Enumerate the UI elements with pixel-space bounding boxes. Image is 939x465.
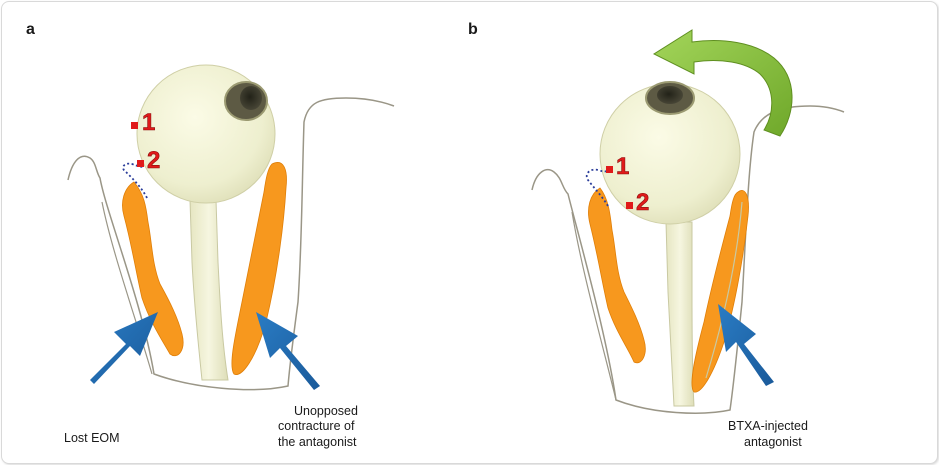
panel-letter-a: a: [26, 21, 35, 38]
insertion-line-b: [585, 168, 609, 207]
orbit-outline-b: [531, 105, 845, 414]
pupil-a: [240, 86, 262, 110]
caption-lost-eom: Lost EOM: [64, 431, 120, 445]
point-1-marker-b: [606, 166, 613, 173]
force-arrow-icon-right-a: [256, 312, 320, 390]
lost-muscle-a: [122, 181, 184, 357]
panel-letter-b: b: [468, 21, 478, 38]
insertion-line-a: [122, 162, 148, 199]
caption-btxa-line-2: antagonist: [744, 435, 802, 449]
point-1-label-a: 1: [142, 109, 155, 136]
antagonist-muscle-b: [691, 190, 749, 393]
caption-antagonist-line-1: Unopposed: [294, 404, 358, 418]
panel-a: a 1 2 Lost EOM Unopposed contracture of …: [26, 21, 395, 449]
orbit-wall-b: [571, 211, 617, 401]
rotation-arrow-icon-b: [652, 29, 793, 137]
optic-nerve-a: [189, 199, 229, 381]
force-arrow-icon-left-a: [90, 312, 158, 384]
point-2-marker-b: [626, 202, 633, 209]
point-1-marker-a: [131, 122, 138, 129]
point-2-label-a: 2: [147, 147, 160, 174]
panel-b: b 1 2 BTXA-injected antagonist: [468, 21, 845, 449]
antagonist-muscle-inner-b: [705, 201, 743, 379]
force-arrow-icon-b: [718, 304, 774, 386]
pupil-b: [657, 86, 683, 104]
point-2-label-b: 2: [636, 189, 649, 216]
orbit-wall-a: [101, 201, 153, 375]
antagonist-muscle-a: [231, 162, 287, 375]
point-2-marker-a: [137, 160, 144, 167]
orbit-outline-a: [67, 97, 395, 391]
caption-btxa-line-1: BTXA-injected: [728, 419, 808, 433]
optic-nerve-b: [665, 221, 695, 407]
lost-muscle-b: [588, 187, 646, 364]
caption-antagonist-line-2: contracture of: [278, 419, 355, 433]
point-1-label-b: 1: [616, 153, 629, 180]
caption-antagonist-line-3: the antagonist: [278, 435, 357, 449]
